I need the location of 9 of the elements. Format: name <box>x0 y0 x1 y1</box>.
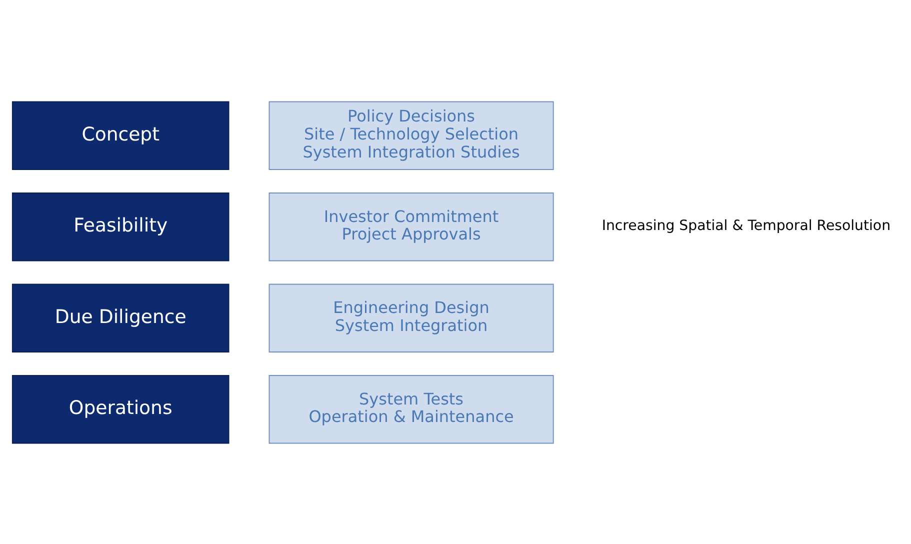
node-box: Investor Commitment Project Approvals <box>268 192 554 261</box>
node-box: Feasibility <box>12 192 230 261</box>
node-box: Engineering Design System Integration <box>268 283 554 352</box>
node-box: Operations <box>12 374 230 444</box>
node-box: System Tests Operation & Maintenance <box>268 374 554 444</box>
node-box: Concept <box>12 100 230 170</box>
node-box: Policy Decisions Site / Technology Selection System Integration Studies <box>268 100 554 170</box>
label: Increasing Spatial & Temporal Resolution <box>602 218 891 234</box>
node-box: Due Diligence <box>12 283 230 352</box>
